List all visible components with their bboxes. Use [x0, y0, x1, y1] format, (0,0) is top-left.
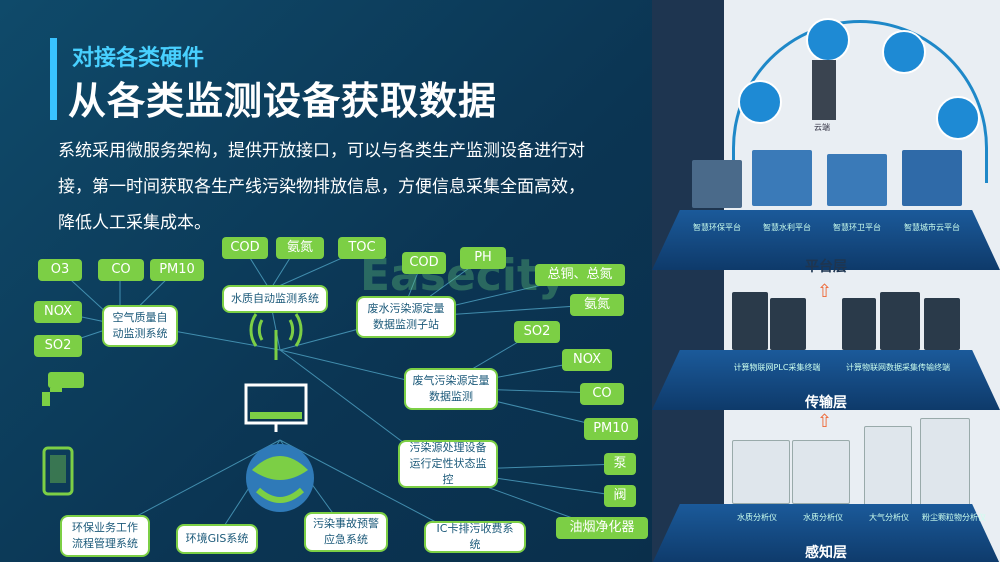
facility-monitor-box[interactable]: 污染源处理设备运行定性状态监控: [398, 440, 498, 488]
share-icon: [936, 96, 980, 140]
sense-cap-3: 大气分析仪: [869, 513, 909, 522]
transport-device-2: [770, 298, 806, 350]
emergency-system-box[interactable]: 污染事故预警应急系统: [304, 512, 388, 552]
platform-screen-2: [752, 150, 812, 206]
tag-co-air: CO: [98, 259, 144, 281]
platform-cap-4: 智慧城市云平台: [904, 223, 960, 232]
tag-cod-wastewater: COD: [402, 252, 446, 274]
sense-device-4: [920, 418, 970, 506]
tag-nox-air: NOX: [34, 301, 82, 323]
description-text: 系统采用微服务架构，提供开放接口，可以与各类生产监测设备进行对接，第一时间获取各…: [58, 141, 585, 233]
sense-layer-label: 感知层: [805, 545, 847, 561]
tag-fume-purifier: 油烟净化器: [556, 517, 648, 539]
globe-icon: [246, 444, 314, 512]
tag-ph: PH: [460, 247, 506, 269]
tag-metal: 总铜、总氮: [535, 264, 625, 286]
panel-divider: [652, 0, 724, 562]
tag-so2-air: SO2: [34, 335, 82, 357]
architecture-panel: 云端 智慧环保平台 智慧水利平台 智慧环卫平台 智慧城市云平台 平台层 ⇧ 计算…: [652, 0, 1000, 562]
gis-system-box[interactable]: 环境GIS系统: [176, 524, 258, 554]
tag-nox-exhaust: NOX: [562, 349, 612, 371]
settings-icon: [882, 30, 926, 74]
page-subtitle: 对接各类硬件: [72, 46, 205, 71]
sense-device-1: [732, 440, 790, 504]
cloud-app-icon: [738, 80, 782, 124]
platform-screen-1: [692, 160, 742, 208]
wifi-icon: [249, 313, 303, 360]
tag-toc: TOC: [338, 237, 386, 259]
transport-cap-2: 计算物联网数据采集传输终端: [846, 363, 950, 372]
water-quality-system-box[interactable]: 水质自动监测系统: [222, 285, 328, 313]
tag-pump: 泵: [604, 453, 636, 475]
cloud-label: 云端: [814, 123, 830, 132]
platform-layer: [652, 210, 1000, 270]
platform-cap-1: 智慧环保平台: [693, 223, 741, 232]
tag-cod-water: COD: [222, 237, 268, 259]
transport-layer-label: 传输层: [805, 395, 847, 411]
camera-icon: [42, 372, 84, 406]
platform-screen-4: [902, 150, 962, 206]
tag-o3: O3: [38, 259, 82, 281]
sense-device-2: [792, 440, 850, 504]
exhaust-monitor-box[interactable]: 废气污染源定量数据监测: [404, 368, 498, 410]
tag-pm10-air: PM10: [150, 259, 204, 281]
waste-water-station-box[interactable]: 废水污染源定量数据监测子站: [356, 296, 456, 338]
tag-valve: 阀: [604, 485, 636, 507]
transport-layer: [652, 350, 1000, 410]
tag-co-exhaust: CO: [580, 383, 624, 405]
monitor-icon: [244, 383, 308, 432]
sense-layer: [652, 504, 1000, 562]
sense-device-3: [864, 426, 912, 506]
ic-card-system-box[interactable]: IC卡排污收费系统: [424, 521, 526, 553]
platform-screen-3: [827, 154, 887, 206]
platform-cap-2: 智慧水利平台: [763, 223, 811, 232]
transport-device-5: [924, 298, 960, 350]
sense-cap-2: 水质分析仪: [803, 513, 843, 522]
transport-device-4: [880, 292, 920, 350]
workflow-system-box[interactable]: 环保业务工作流程管理系统: [60, 515, 150, 557]
transport-cap-1: 计算物联网PLC采集终端: [733, 363, 821, 372]
platform-layer-label: 平台层: [805, 259, 847, 275]
sense-cap-1: 水质分析仪: [737, 513, 777, 522]
sense-cap-4: 粉尘颗粒物分析仪: [922, 513, 986, 522]
phone-icon: [42, 446, 74, 496]
tag-nh-water: 氨氮: [276, 237, 324, 259]
transport-device-3: [842, 298, 876, 350]
tag-so2-exhaust: SO2: [514, 321, 560, 343]
cloud-icon: [806, 18, 850, 62]
air-quality-system-box[interactable]: 空气质量自动监测系统: [102, 305, 178, 347]
transport-device-1: [732, 292, 768, 350]
up-arrow-icon-2: ⇧: [817, 411, 833, 432]
page-title: 从各类监测设备获取数据: [68, 79, 498, 123]
platform-cap-3: 智慧环卫平台: [833, 223, 881, 232]
server-icon: [812, 60, 836, 120]
tag-pm10-exhaust: PM10: [584, 418, 638, 440]
accent-bar: [50, 38, 57, 120]
tag-nh-wastewater: 氨氮: [570, 294, 624, 316]
up-arrow-icon: ⇧: [817, 281, 833, 302]
